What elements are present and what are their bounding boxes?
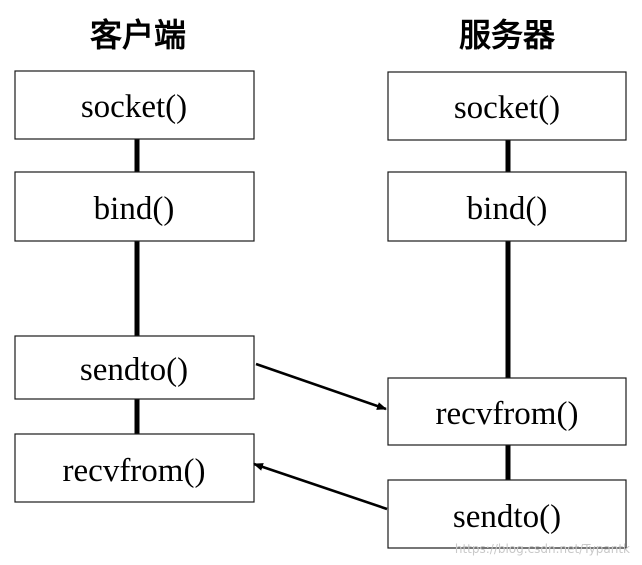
- watermark: https://blog.csdn.net/Typantk: [455, 542, 630, 556]
- client-step-recvfrom-label: recvfrom(): [63, 453, 206, 489]
- client-step-recvfrom: recvfrom(): [14, 433, 255, 503]
- client-step-sendto-label: sendto(): [80, 352, 188, 388]
- server-step-bind: bind(): [387, 171, 627, 242]
- client-column-title: 客户端: [90, 16, 186, 54]
- server-step-sendto-label: sendto(): [453, 499, 561, 535]
- server-step-socket-label: socket(): [454, 90, 560, 126]
- server-step-recvfrom-label: recvfrom(): [436, 396, 579, 432]
- server-step-sendto: sendto(): [387, 479, 627, 549]
- client-step-socket: socket(): [14, 70, 255, 140]
- client-step-bind: bind(): [14, 171, 255, 242]
- server-step-bind-label: bind(): [467, 191, 548, 227]
- server-column-title: 服务器: [459, 16, 556, 54]
- server-step-recvfrom: recvfrom(): [387, 377, 627, 446]
- client-step-socket-label: socket(): [81, 89, 187, 125]
- server-step-socket: socket(): [387, 71, 627, 141]
- client-step-bind-label: bind(): [94, 191, 175, 227]
- client-step-sendto: sendto(): [14, 335, 255, 400]
- arrow-server-sendto-to-client-recvfrom: [253, 462, 388, 511]
- arrow-client-sendto-to-server-recvfrom: [255, 362, 387, 411]
